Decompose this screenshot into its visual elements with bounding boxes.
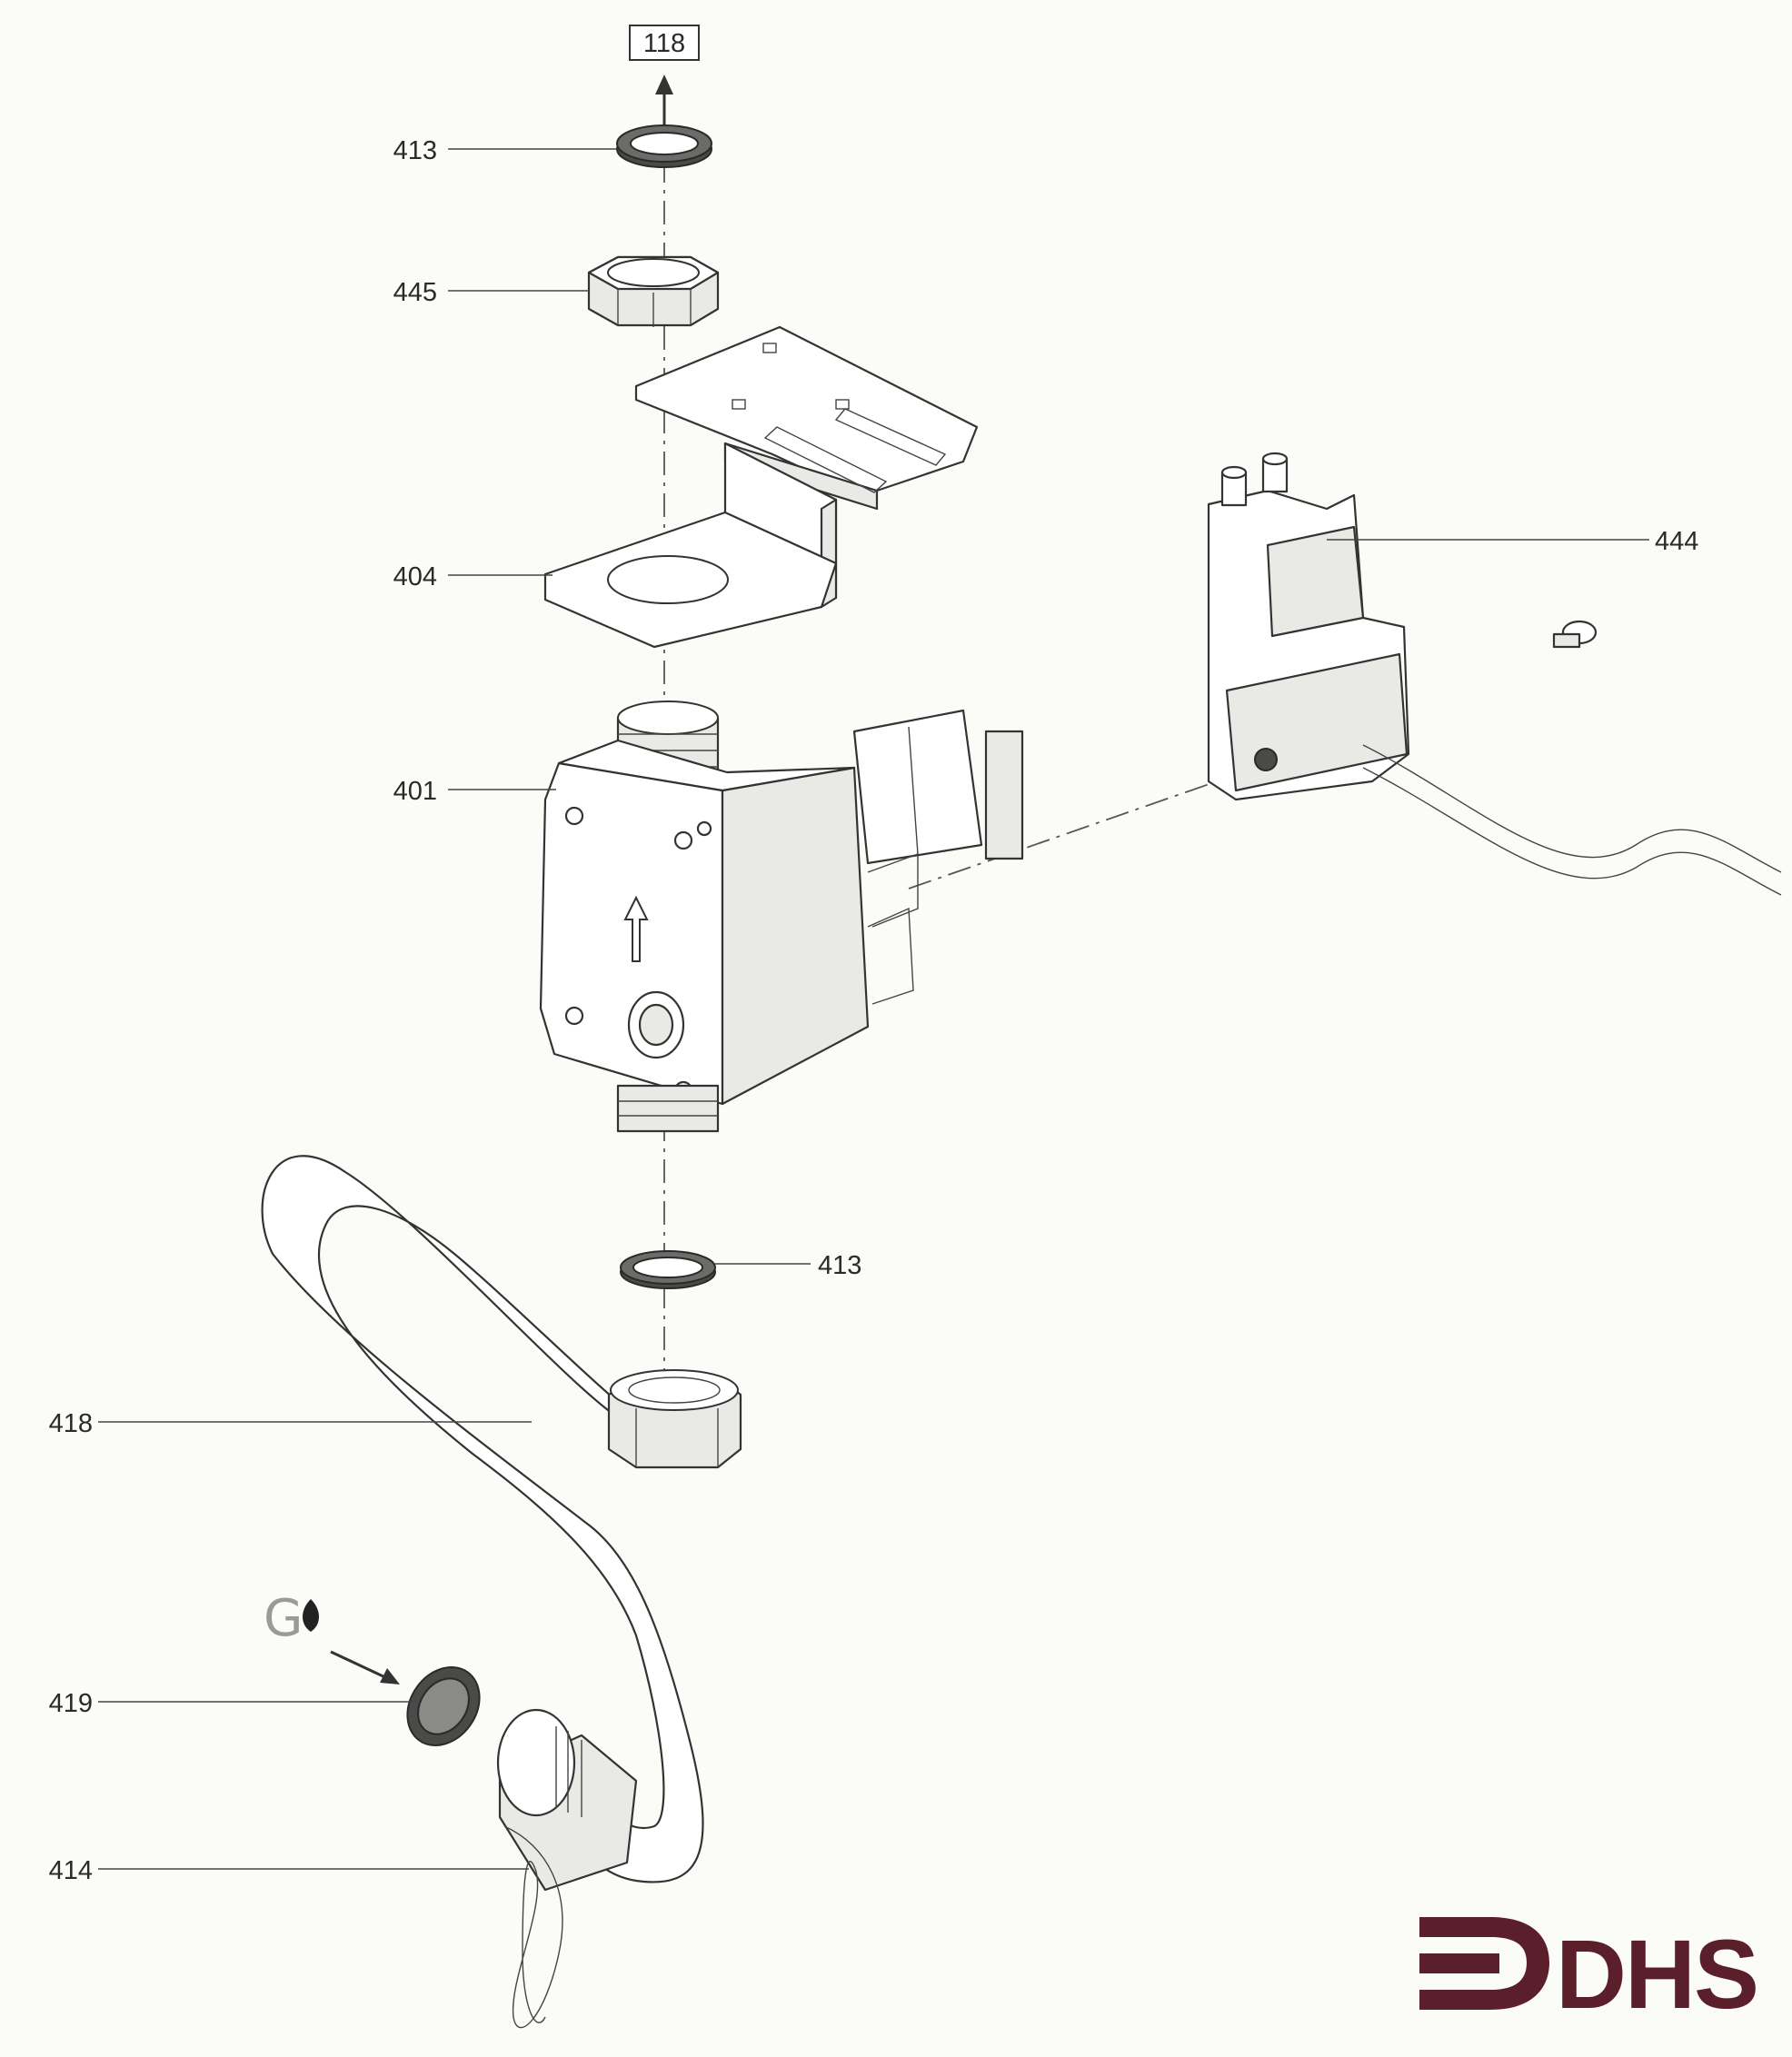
flow-arrow-icon [623, 895, 649, 962]
reference-118: 118 [629, 25, 700, 133]
callout-404: 404 [393, 562, 437, 591]
connector-axis [908, 779, 1223, 889]
retaining-clip-414 [503, 1825, 563, 2029]
washer-413-top [616, 124, 712, 168]
dhs-logo-text: DHS [1556, 1919, 1757, 2029]
callout-445: 445 [393, 278, 437, 307]
screw [1552, 620, 1598, 649]
callout-401: 401 [393, 777, 437, 806]
flame-icon [303, 1599, 319, 1632]
callout-413-top: 413 [393, 136, 437, 165]
dhs-logo: DHS [1419, 1917, 1759, 2029]
arrow-icon [380, 1668, 400, 1684]
up-arrow-icon [655, 75, 673, 94]
filter-washer-419 [406, 1666, 481, 1746]
gas-symbol-letter: G [264, 1589, 303, 1648]
washer-413-bottom [620, 1250, 716, 1289]
gas-valve-401 [539, 701, 1024, 1133]
callout-444: 444 [1655, 527, 1698, 556]
callout-413-bottom: 413 [818, 1251, 861, 1280]
locknut-445 [587, 255, 720, 327]
gas-inlet-symbol: G [264, 1589, 400, 1684]
callout-418: 418 [49, 1409, 93, 1438]
callout-419: 419 [49, 1689, 93, 1718]
dhs-logo-mark-icon [1419, 1917, 1549, 2010]
callout-414: 414 [49, 1856, 93, 1885]
reference-118-label: 118 [643, 29, 685, 58]
ignition-module-444 [1207, 452, 1782, 896]
gas-pipe-418 [261, 1155, 742, 1892]
bracket-404 [543, 325, 979, 649]
